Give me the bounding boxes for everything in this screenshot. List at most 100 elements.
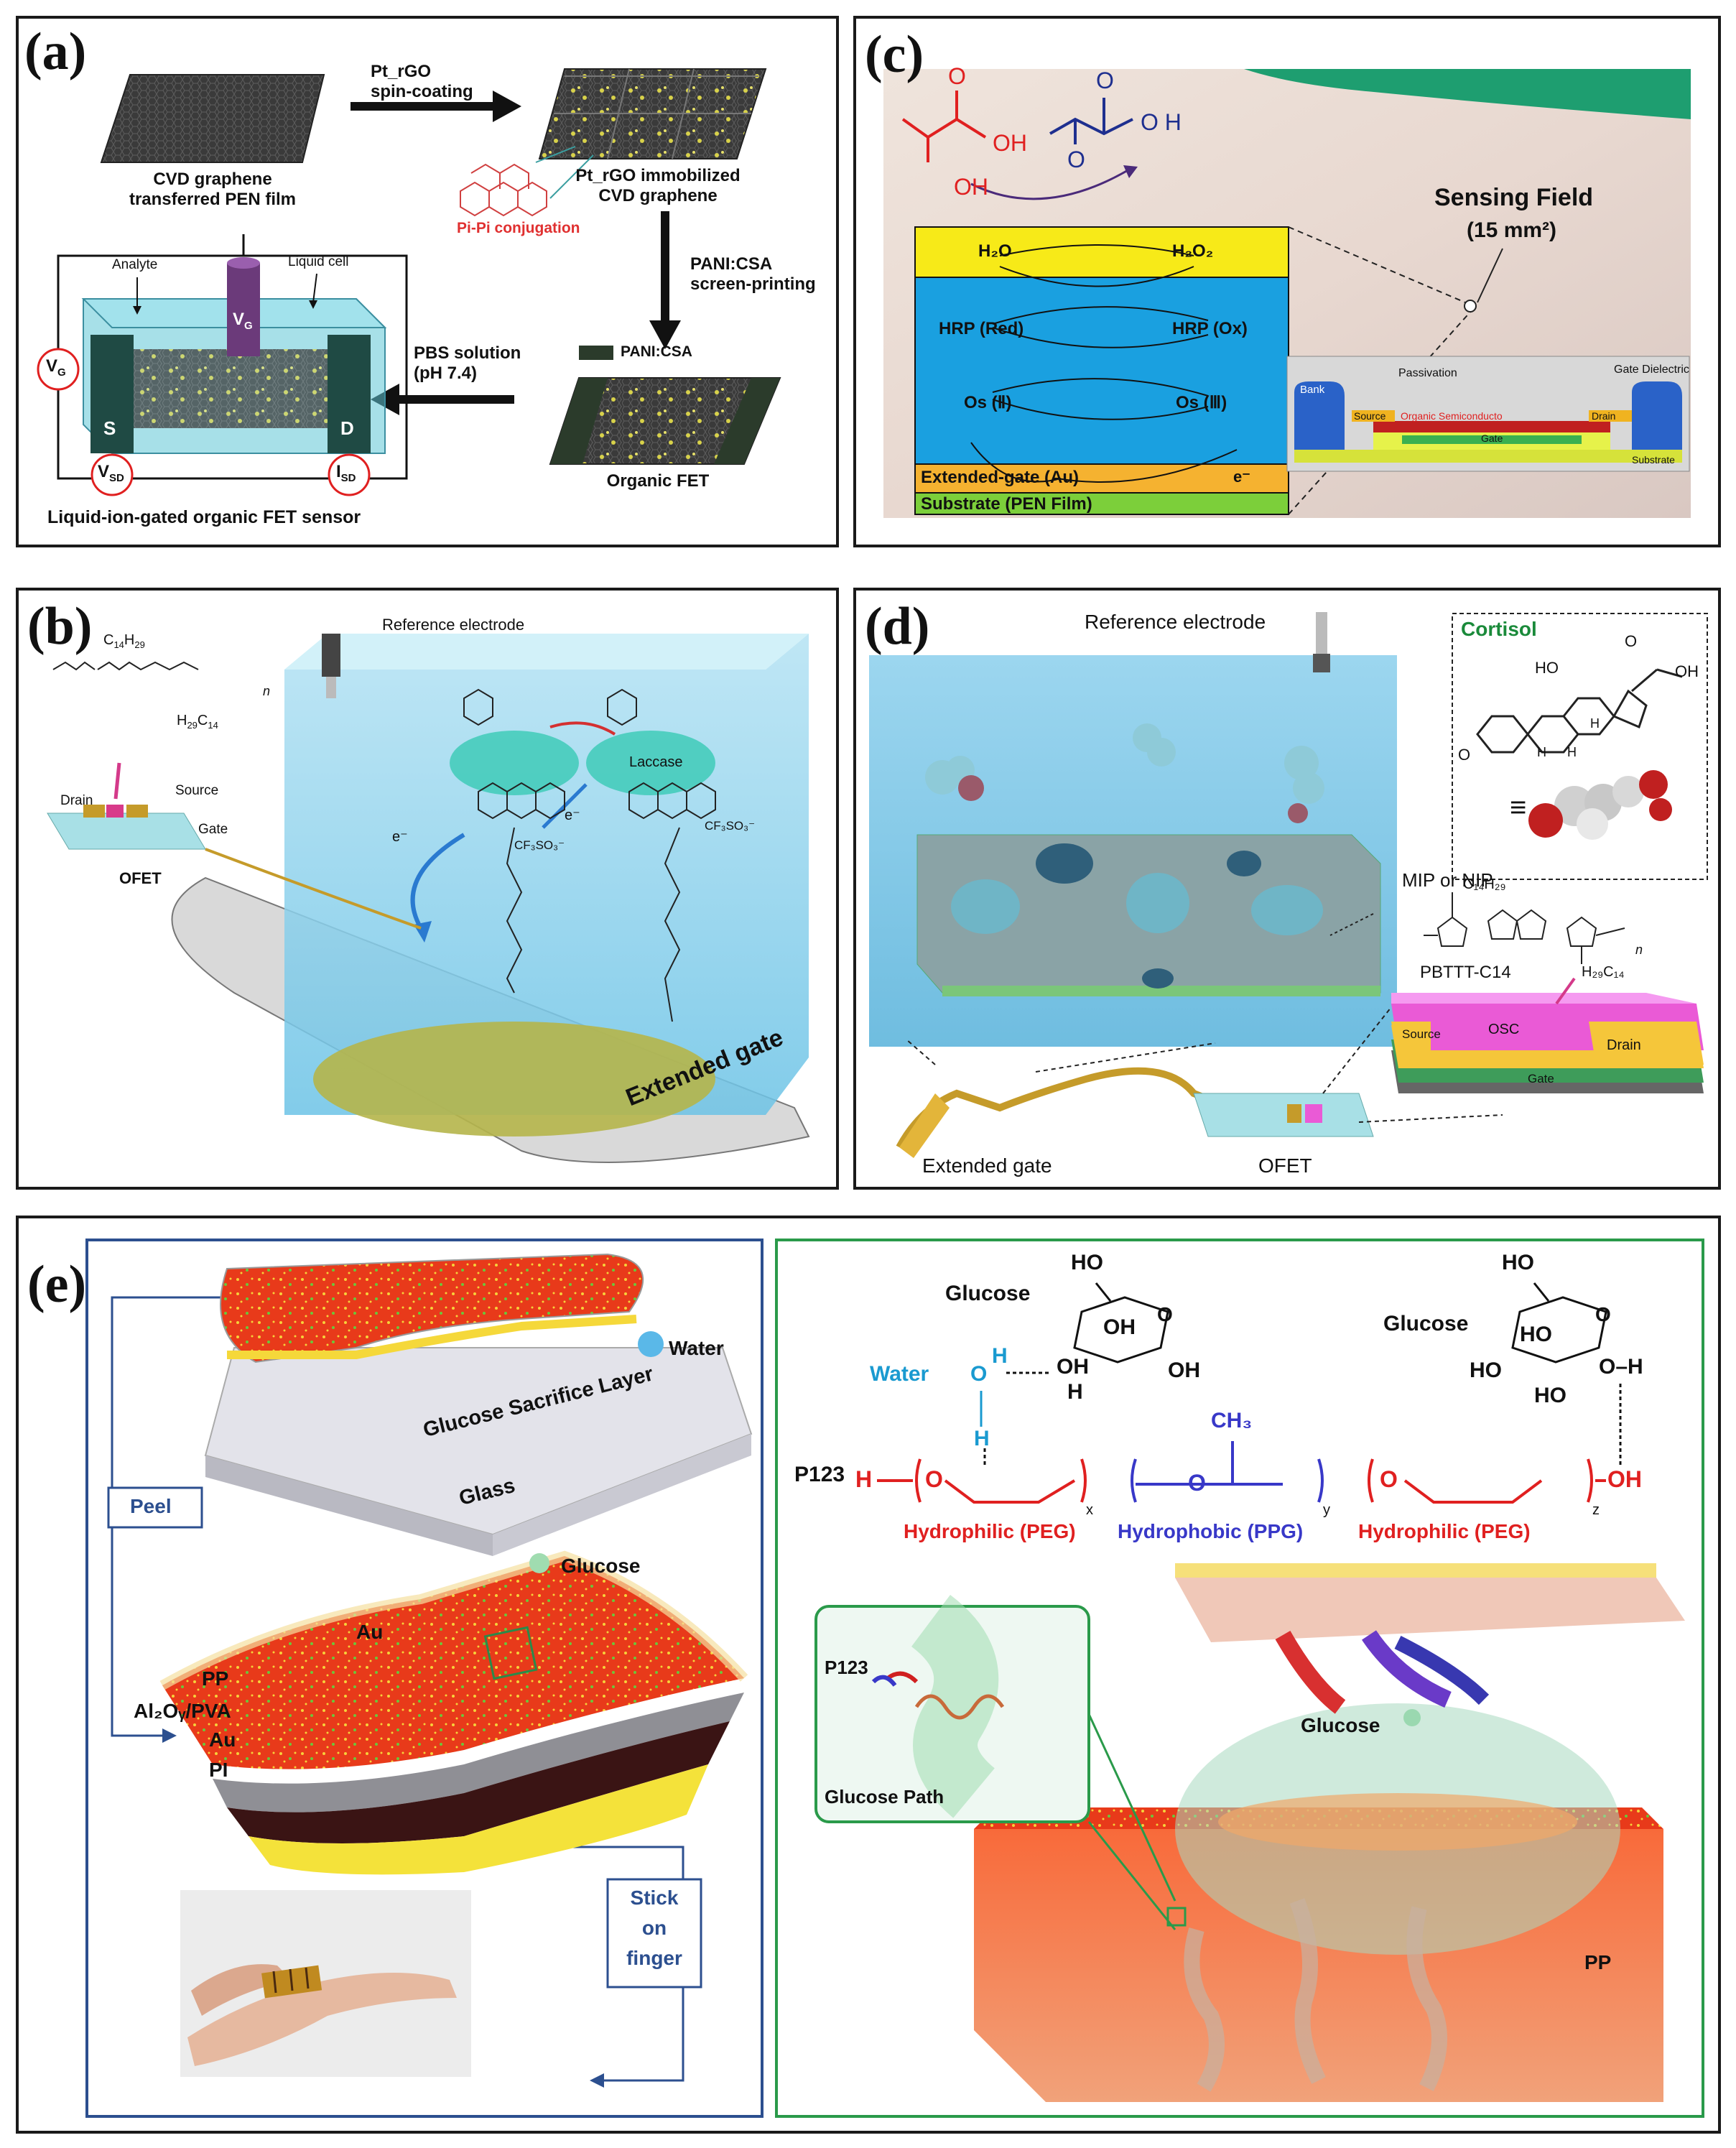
- ch3-label: CH₃: [1211, 1409, 1253, 1432]
- reference-electrode: [322, 634, 340, 677]
- o-chain3-label: O: [1380, 1466, 1398, 1492]
- oh3-label: OH: [1057, 1355, 1089, 1379]
- h2o-layer: [914, 226, 1289, 278]
- pi-pi-label: Pi-Pi conjugation: [457, 220, 580, 236]
- hydrophobic-label: Hydrophobic (PPG): [1118, 1520, 1304, 1542]
- gate-pad: [313, 1022, 715, 1137]
- source-label: Source: [1402, 1027, 1441, 1041]
- water-drop: [638, 1331, 664, 1357]
- gate-electrode: [227, 263, 260, 356]
- laccase-blob-1: [450, 731, 579, 795]
- oh-top-label: OH: [1675, 662, 1699, 680]
- panel-d-graphics: [869, 612, 1708, 1158]
- pani-legend-label: PANI:CSA: [621, 343, 692, 360]
- os2-label: Os (Ⅱ): [964, 393, 1012, 412]
- electron-label-2: e⁻: [565, 807, 580, 823]
- arrow1-label-2: spin-coating: [371, 82, 473, 101]
- cortisol-spacefill: [1528, 770, 1672, 840]
- step2-label-2: CVD graphene: [598, 186, 718, 205]
- panel-d-tag: (d): [865, 597, 930, 656]
- gate-label: Gate: [1528, 1072, 1554, 1085]
- o-water-label: O: [970, 1362, 988, 1386]
- vg-circle: [37, 348, 80, 391]
- bank-label: Bank: [1300, 384, 1325, 396]
- analyte-label: Analyte: [112, 257, 158, 272]
- au-label: Au: [209, 1728, 236, 1751]
- o-h-right-label: O–H: [1599, 1355, 1643, 1379]
- c14h29-label: C14H29: [103, 632, 145, 650]
- p123-chain: [877, 1441, 1606, 1504]
- panel-a-caption: Liquid-ion-gated organic FET sensor: [47, 507, 361, 527]
- glucose-ring-2: [1511, 1282, 1607, 1364]
- oh4-label: OH: [916, 1219, 918, 1220]
- drain-small-label: Drain: [1592, 410, 1616, 422]
- h29c14-label: H29C14: [177, 713, 218, 731]
- laccase-blob-2: [586, 731, 715, 795]
- equiv-label: ≡: [1510, 792, 1527, 823]
- ofet-chip: [47, 813, 206, 850]
- panel-c: (c): [853, 16, 1721, 547]
- drain-label: Drain: [60, 793, 93, 808]
- graphene-sheet: [100, 74, 325, 163]
- cortisol-molecules: [925, 723, 1324, 989]
- isd-circle: [328, 453, 371, 496]
- osc-small-label: Organic Semiconducto: [1401, 410, 1503, 422]
- h-water-label: H: [992, 1344, 1008, 1368]
- glucose-ring-1: [1073, 1282, 1169, 1364]
- pyruvate-structure: [1049, 98, 1133, 144]
- source-electrode: [90, 335, 134, 453]
- glucose-label-right: Glucose: [1383, 1312, 1469, 1335]
- oh1-label: OH: [1103, 1315, 1136, 1339]
- o2-label: O: [1067, 147, 1085, 172]
- electron-label-1: e⁻: [392, 829, 408, 845]
- osc-label: OSC: [1488, 1022, 1520, 1037]
- reference-electrode-label: Reference electrode: [382, 616, 525, 634]
- o-left-label: O: [1458, 746, 1471, 764]
- cortisol-structure: [1476, 668, 1683, 754]
- arrow3-label-1: PBS solution: [414, 343, 521, 363]
- oh1-label: OH: [954, 174, 988, 200]
- panel-d: (d): [853, 588, 1721, 1190]
- enzyme-layer: [914, 277, 1289, 465]
- chemical-structures: [52, 661, 716, 1022]
- oh3-label: O H: [1141, 109, 1182, 135]
- mip-label: MIP or NIP: [1402, 869, 1493, 891]
- substrate-label: Substrate (PEN Film): [921, 494, 1092, 514]
- extended-gate-label: Extended gate: [922, 1154, 1052, 1177]
- h2-label: H: [1567, 745, 1577, 759]
- vsd-circle: [90, 453, 134, 496]
- arrow2-label-2: screen-printing: [690, 274, 816, 294]
- extended-gate-label: Extended-gate (Au): [921, 468, 1080, 487]
- lactate-structure: [901, 91, 987, 162]
- stick-box: [606, 1878, 702, 1989]
- cortisol-label: Cortisol: [1461, 618, 1537, 640]
- o3-label: O: [1096, 68, 1114, 93]
- on-label: on: [641, 1917, 667, 1939]
- peeled-film: [220, 1253, 644, 1364]
- vg-label: VG: [46, 356, 66, 379]
- gate-label: Gate: [198, 822, 228, 837]
- sensing-field-label: Sensing Field: [1434, 184, 1594, 211]
- peel-label: Peel: [130, 1495, 172, 1517]
- stick-label: Stick: [630, 1887, 679, 1909]
- h-start-label: H: [855, 1466, 873, 1492]
- finger-label: finger: [626, 1947, 682, 1969]
- hydrophilic-2-label: Hydrophilic (PEG): [1358, 1520, 1531, 1542]
- reference-electrode: [1316, 612, 1327, 655]
- peel-box: [107, 1486, 203, 1529]
- ho-label: HO: [1535, 659, 1559, 677]
- sensing-field-dot: [1464, 300, 1477, 313]
- panel-e-tag: (e): [27, 1255, 87, 1314]
- stack-pp: [162, 1556, 744, 1769]
- gate-dielectric-label: Gate Dielectric: [1614, 364, 1689, 376]
- water-label-left: Water: [669, 1337, 724, 1359]
- drain-label: D: [340, 417, 354, 439]
- organic-fet-label: Organic FET: [606, 471, 710, 491]
- cf3so3-label-1: CF₃SO₃⁻: [514, 838, 565, 852]
- ofet-chip: [1193, 1093, 1374, 1137]
- arrow3-label-2: (pH 7.4): [414, 364, 478, 383]
- ofet-stack: [1391, 993, 1704, 1093]
- gate-small-label: Gate: [1481, 432, 1503, 444]
- skin-slab: [1175, 1578, 1685, 1642]
- os3-label: Os (Ⅲ): [1176, 393, 1227, 412]
